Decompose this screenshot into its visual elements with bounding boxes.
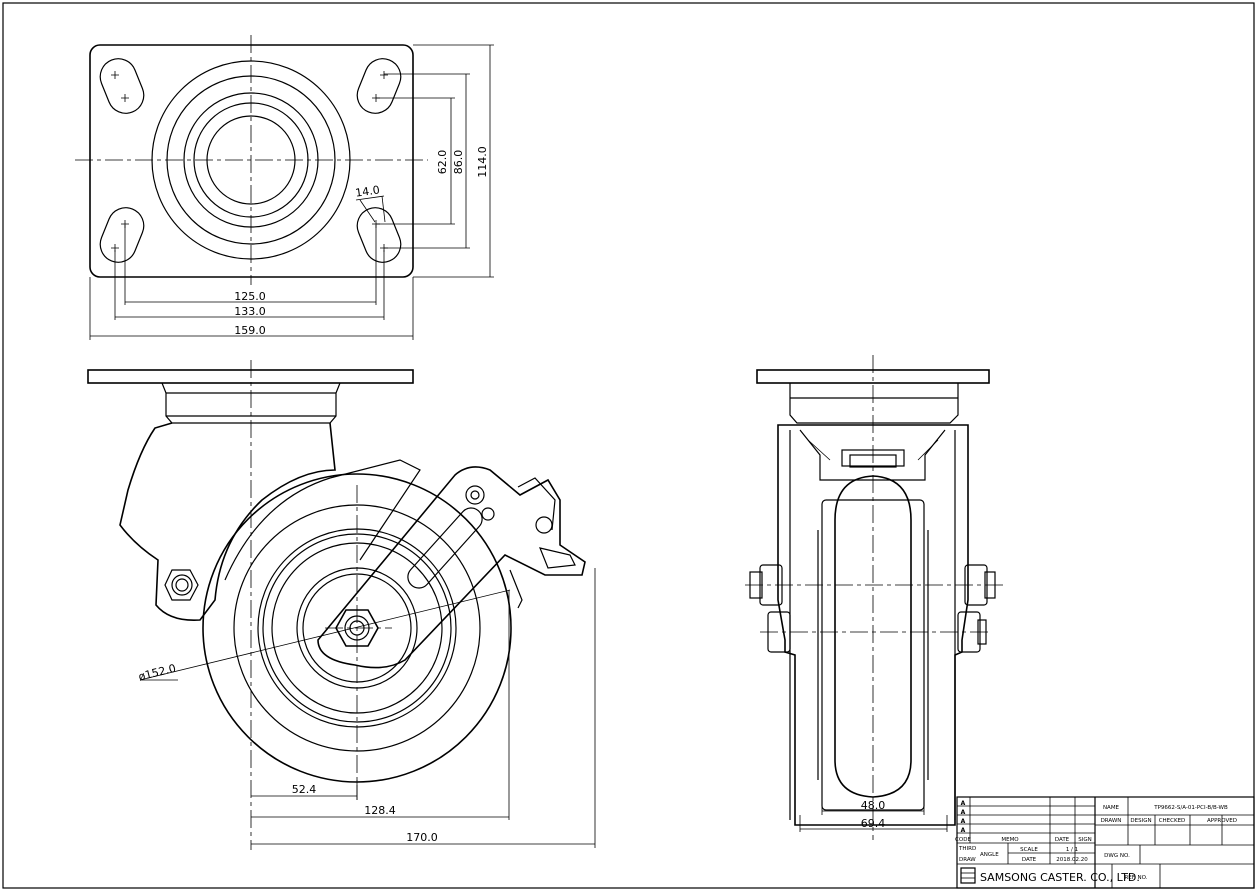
name-value: TP9662-S/A-01-PCI-B/B-WB xyxy=(1153,805,1228,811)
rev-symbol-1: A xyxy=(961,800,966,807)
company-logo-icon xyxy=(960,867,976,884)
rev-symbol-2: A xyxy=(961,809,966,816)
dim-86: 86.0 xyxy=(452,150,465,175)
scale-value: 1 / 1 xyxy=(1066,847,1078,853)
fork-bolt xyxy=(164,569,199,601)
dim-128-4: 128.4 xyxy=(364,804,396,817)
mounting-slots xyxy=(99,58,402,263)
side-top-plate xyxy=(87,369,414,384)
front-view: 48.0 69.4 xyxy=(745,355,1005,840)
design-label: DESIGN xyxy=(1130,818,1151,824)
date-value: 2018.02.20 xyxy=(1056,857,1088,863)
top-view: 125.0 133.0 159.0 62.0 86.0 114.0 14.0 xyxy=(75,35,494,340)
top-plate xyxy=(89,44,414,278)
dim-52-4: 52.4 xyxy=(292,783,317,796)
third-label: THIRD xyxy=(958,846,976,852)
scale-label: SCALE xyxy=(1020,847,1038,853)
dim-62: 62.0 xyxy=(436,150,449,175)
side-view: ø152.0 52.4 128.4 170.0 xyxy=(87,360,596,850)
dim-133: 133.0 xyxy=(234,305,266,318)
approved-label: APPROVED xyxy=(1207,818,1237,824)
company-name: SAMSONG CASTER. CO., LTD. xyxy=(980,871,1140,884)
dim-159: 159.0 xyxy=(234,324,266,337)
ref-no-label: REF. NO. xyxy=(1124,875,1147,881)
code-label: CODE xyxy=(955,837,971,843)
front-fork xyxy=(777,424,969,826)
front-axle-bolts xyxy=(749,564,996,653)
top-vertical-dims xyxy=(355,44,494,278)
dim-69-4: 69.4 xyxy=(861,817,886,830)
memo-label: MEMO xyxy=(1001,837,1019,843)
checked-label: CHECKED xyxy=(1159,818,1186,824)
sign-label: SIGN xyxy=(1078,837,1092,843)
name-label: NAME xyxy=(1103,805,1120,811)
draw-label: DRAW xyxy=(959,857,976,863)
fork-leg xyxy=(119,422,336,622)
title-block: A A A A CODE MEMO DATE SIGN THIRD ANGLE … xyxy=(955,796,1255,889)
top-horizontal-dims xyxy=(89,225,414,340)
dim-170: 170.0 xyxy=(406,831,438,844)
front-bottom-dims xyxy=(799,790,948,832)
rev-symbol-3: A xyxy=(961,818,966,825)
date-label: DATE xyxy=(1055,837,1070,843)
dwg-no-label: DWG NO. xyxy=(1104,853,1130,859)
drawn-label: DRAWN xyxy=(1101,818,1122,824)
brake-lever xyxy=(317,466,586,669)
dim-14: 14.0 xyxy=(354,183,380,199)
dim-48: 48.0 xyxy=(861,799,886,812)
rev-symbol-4: A xyxy=(961,827,966,834)
front-wheel xyxy=(834,475,912,798)
fork-arm xyxy=(224,459,421,581)
angle-label: ANGLE xyxy=(980,852,999,858)
side-bottom-dims xyxy=(251,568,596,848)
date2-label: DATE xyxy=(1022,857,1037,863)
dim-114: 114.0 xyxy=(476,146,489,178)
dim-125: 125.0 xyxy=(234,290,266,303)
